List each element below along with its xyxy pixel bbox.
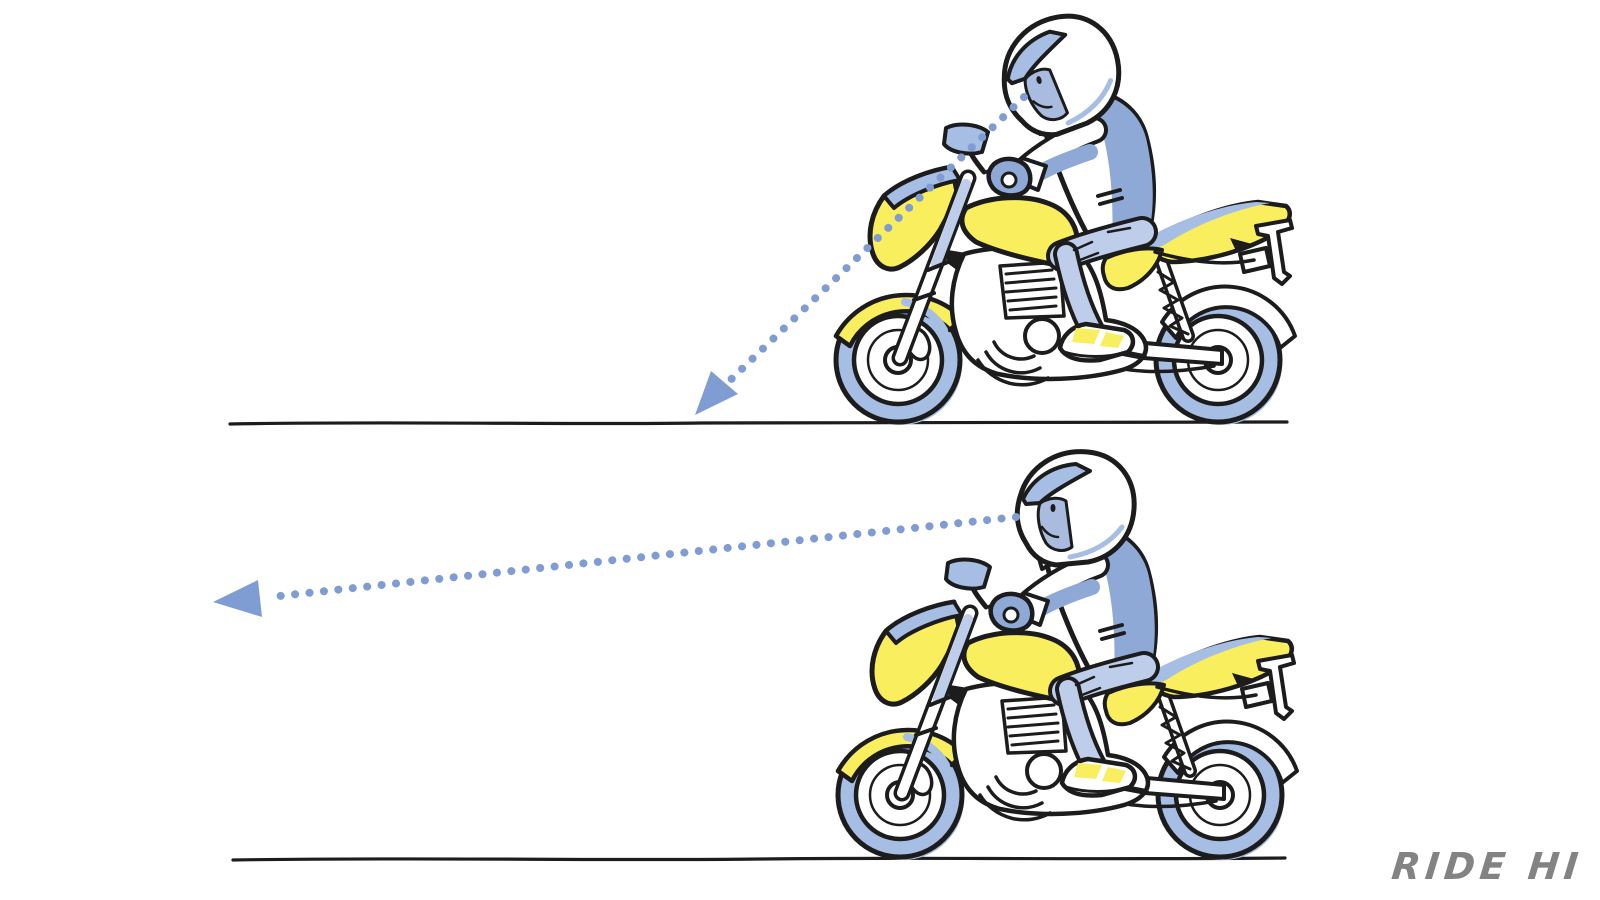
ground-line-bottom [231,856,1287,862]
ride-hi-logo: RIDE HI [1389,845,1586,888]
scene-looking-down [228,5,1295,426]
scene-looking-far [213,452,1297,860]
rider-head-looking-far [1017,452,1134,565]
gaze-dotted-line-near [714,93,1028,396]
gaze-dotted-line-far [266,513,1020,601]
gaze-arrowhead-near [695,371,738,415]
motorcycle-and-rider-top [836,91,1295,425]
gaze-arrowhead-far [213,580,262,617]
motorcycle-and-rider-bottom [838,526,1297,860]
ground-line-top [228,420,1289,426]
